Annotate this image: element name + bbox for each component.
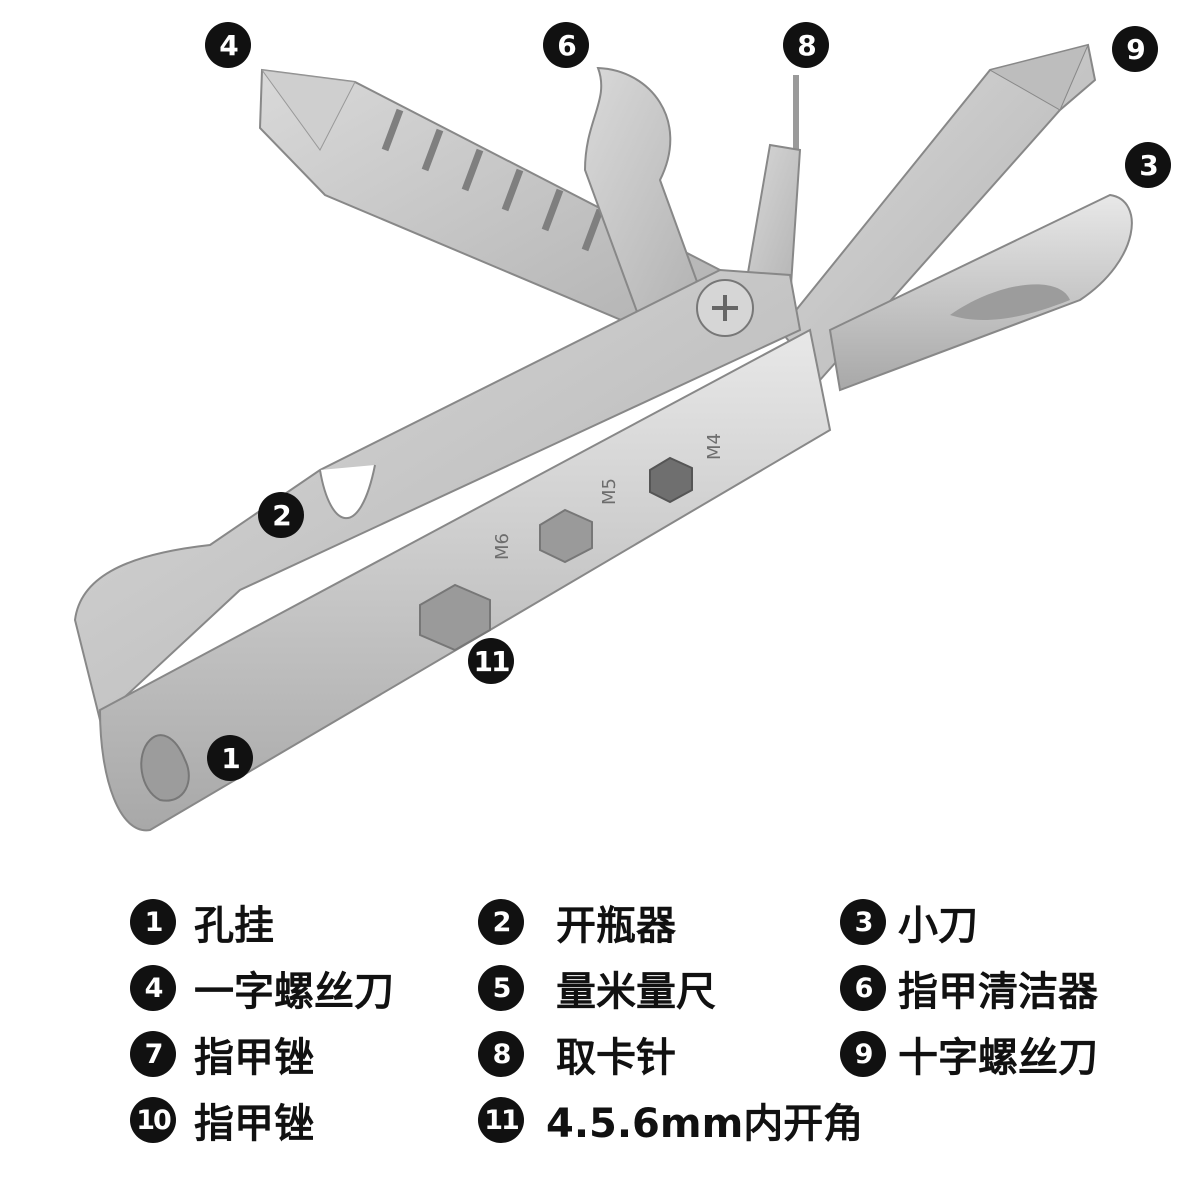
legend-number: 7	[130, 1031, 176, 1077]
callout-6: 6	[543, 22, 589, 68]
legend-item-1: 1 孔挂	[130, 892, 274, 952]
callout-3: 3	[1125, 142, 1171, 188]
legend-item-6: 6 指甲清洁器	[840, 958, 1098, 1018]
nail-cleaner-tool	[583, 66, 702, 322]
hex-m5	[539, 508, 593, 564]
key-hole	[140, 734, 190, 802]
legend-item-3: 3 小刀	[840, 892, 978, 952]
legend-item-9: 9 十字螺丝刀	[840, 1024, 1098, 1084]
legend-item-11: 11 4.5.6mm内开角	[478, 1090, 863, 1150]
main-body: M6 M5 M4	[73, 268, 832, 832]
product-illustration: M6 M5 M4 4 6 8 9 3 2 11 1	[73, 22, 1171, 832]
legend-label: 一字螺丝刀	[194, 969, 394, 1015]
feature-legend: 1 孔挂 2 开瓶器 3 小刀 4 一字螺丝刀 5 量米量尺 6 指甲清洁器 7…	[0, 880, 1200, 1180]
legend-item-7: 7 指甲锉	[130, 1024, 314, 1084]
legend-number: 3	[840, 899, 886, 945]
small-knife-tool	[828, 193, 1133, 392]
callout-11: 11	[468, 638, 514, 684]
legend-label: 指甲锉	[194, 1101, 314, 1147]
legend-label: 十字螺丝刀	[898, 1035, 1098, 1081]
legend-label: 取卡针	[556, 1035, 676, 1081]
legend-item-8: 8 取卡针	[478, 1024, 676, 1084]
legend-number: 4	[130, 965, 176, 1011]
legend-item-4: 4 一字螺丝刀	[130, 958, 394, 1018]
callout-2: 2	[258, 492, 304, 538]
legend-number: 11	[478, 1097, 524, 1143]
callout-9: 9	[1112, 26, 1158, 72]
legend-number: 6	[840, 965, 886, 1011]
bottle-opener-notch	[319, 464, 376, 519]
legend-number: 9	[840, 1031, 886, 1077]
hex-m4	[649, 456, 693, 504]
legend-number: 2	[478, 899, 524, 945]
sim-pin-tool	[743, 75, 802, 302]
callout-4: 4	[205, 22, 251, 68]
legend-label: 4.5.6mm内开角	[546, 1101, 864, 1147]
legend-item-5: 5 量米量尺	[478, 958, 716, 1018]
legend-label: 小刀	[898, 903, 978, 949]
legend-label: 开瓶器	[556, 903, 676, 949]
legend-number: 10	[130, 1097, 176, 1143]
m6-label: M6	[492, 533, 513, 560]
legend-item-2: 2 开瓶器	[478, 892, 676, 952]
m5-label: M5	[599, 478, 620, 505]
multitool-drawing: M6 M5 M4	[73, 43, 1133, 832]
legend-item-10: 10 指甲锉	[130, 1090, 314, 1150]
legend-number: 8	[478, 1031, 524, 1077]
callout-8: 8	[783, 22, 829, 68]
legend-number: 1	[130, 899, 176, 945]
legend-label: 孔挂	[194, 903, 274, 949]
m4-label: M4	[704, 433, 725, 460]
callout-1: 1	[207, 735, 253, 781]
legend-label: 指甲锉	[194, 1035, 314, 1081]
hex-m6	[419, 583, 491, 652]
legend-label: 量米量尺	[556, 969, 716, 1015]
legend-label: 指甲清洁器	[898, 969, 1098, 1015]
legend-number: 5	[478, 965, 524, 1011]
